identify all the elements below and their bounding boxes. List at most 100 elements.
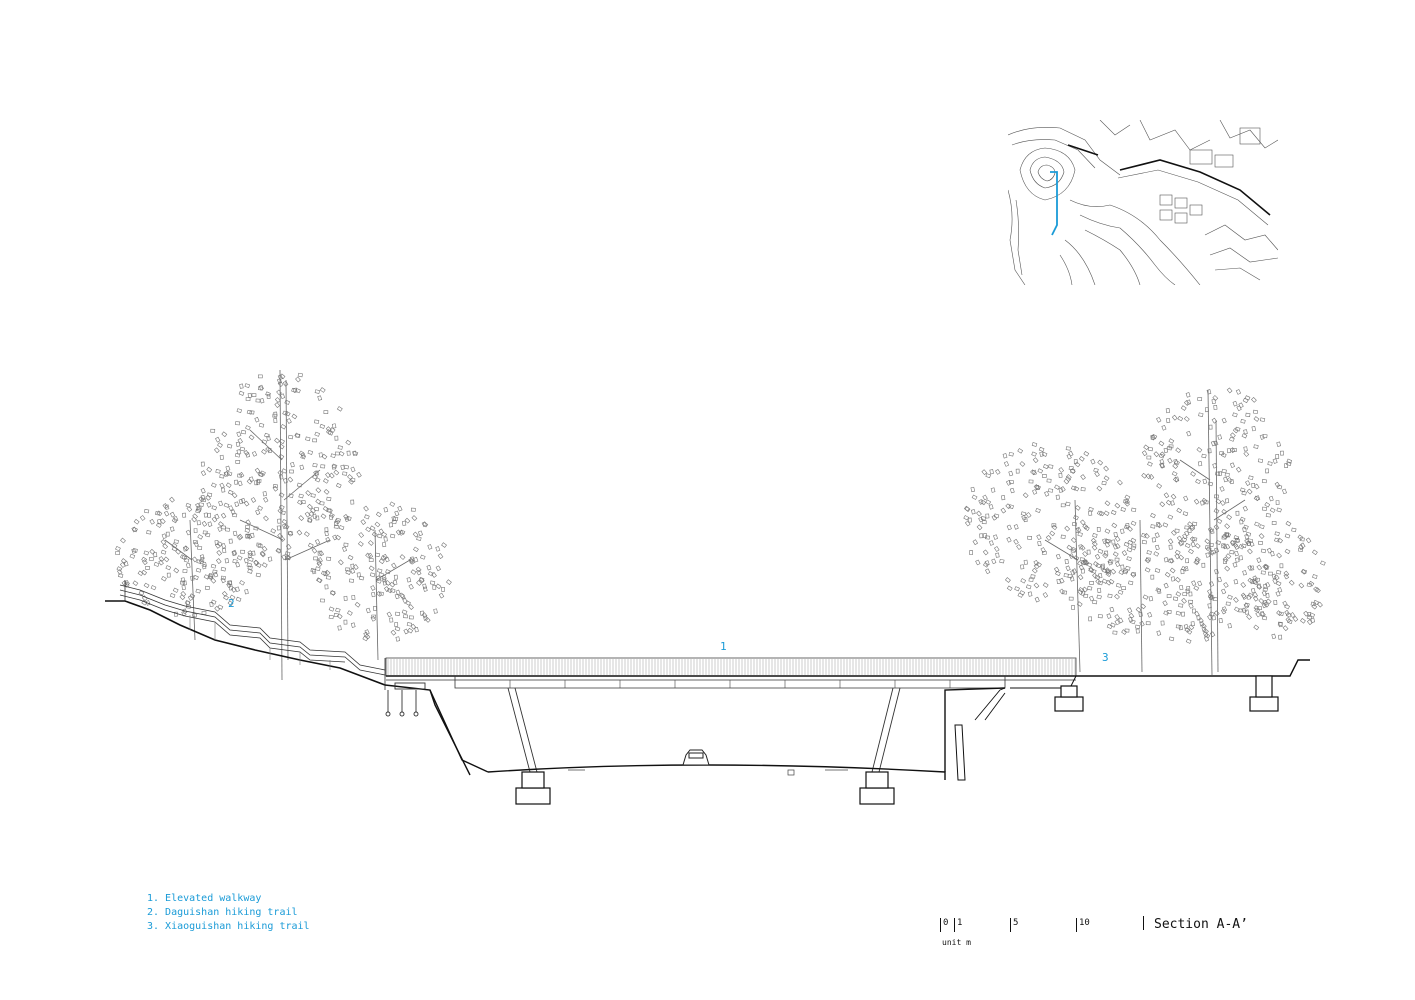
leaf xyxy=(244,589,249,595)
leaf xyxy=(1147,612,1153,618)
leaf xyxy=(1167,514,1174,520)
leaf xyxy=(1165,417,1171,424)
leaf xyxy=(1205,545,1211,550)
leaf xyxy=(1092,533,1098,538)
leaf xyxy=(162,503,169,510)
leaf xyxy=(326,496,332,502)
leaf xyxy=(193,540,198,544)
leaf xyxy=(1163,557,1169,563)
leaf xyxy=(1225,553,1232,560)
leaf xyxy=(1154,568,1161,573)
leaf xyxy=(395,529,402,536)
leaf xyxy=(1122,569,1128,575)
leaf xyxy=(278,504,285,510)
leaf xyxy=(1135,628,1140,634)
leaf xyxy=(1170,576,1176,582)
leaf xyxy=(1221,543,1225,549)
leaf xyxy=(1233,535,1240,541)
leaf xyxy=(277,381,284,387)
leaf xyxy=(1260,611,1265,617)
leaf xyxy=(251,393,257,397)
leaf xyxy=(1070,548,1076,553)
leaf xyxy=(278,492,285,498)
leaf xyxy=(441,542,447,548)
leaf xyxy=(236,534,243,541)
leaf xyxy=(985,513,990,519)
leaf xyxy=(1156,522,1163,529)
leaf xyxy=(371,614,377,619)
leaf xyxy=(1106,623,1113,629)
leaf xyxy=(246,562,252,568)
leaf xyxy=(338,525,345,531)
leaf xyxy=(1107,593,1113,599)
leaf xyxy=(1000,507,1007,514)
leaf xyxy=(1217,576,1222,583)
leaf xyxy=(1271,573,1277,580)
leaf xyxy=(277,374,283,381)
leaf xyxy=(1068,450,1074,457)
leaf xyxy=(1032,469,1037,476)
leaf xyxy=(399,554,406,560)
leaf xyxy=(132,526,138,533)
leaf xyxy=(218,500,224,507)
leaf xyxy=(1023,559,1028,565)
leaf xyxy=(1163,447,1169,453)
leaf xyxy=(1212,395,1219,401)
leaf xyxy=(1264,581,1271,588)
leaf xyxy=(1260,548,1267,554)
leaf xyxy=(1143,532,1150,539)
leaf xyxy=(1221,535,1227,540)
leaf xyxy=(1207,448,1212,454)
leaf xyxy=(1088,616,1093,622)
leaf xyxy=(1221,588,1227,595)
leaf xyxy=(327,430,334,436)
leaf xyxy=(229,594,236,601)
leaf xyxy=(1158,440,1165,447)
leaf xyxy=(1068,596,1074,601)
leaf xyxy=(1115,583,1122,588)
leaf xyxy=(408,615,414,620)
leaf xyxy=(1074,504,1081,511)
leaf xyxy=(1117,589,1124,595)
leaf xyxy=(222,548,227,554)
leaf xyxy=(200,487,206,494)
leaf xyxy=(1154,532,1160,538)
leaf xyxy=(1185,558,1190,564)
leaf xyxy=(266,393,271,399)
leaf xyxy=(192,513,199,520)
leaf xyxy=(285,551,291,556)
leaf xyxy=(224,558,230,564)
leaf xyxy=(325,536,331,543)
leaf xyxy=(1297,534,1304,541)
leaf xyxy=(207,492,213,497)
leaf xyxy=(306,517,313,524)
leaf xyxy=(1282,600,1288,607)
leaf xyxy=(1094,553,1101,560)
leaf xyxy=(1311,549,1318,556)
leaf xyxy=(276,548,282,553)
leaf xyxy=(282,410,288,416)
leaf xyxy=(1110,509,1117,516)
leaf xyxy=(193,574,199,581)
leaf xyxy=(369,572,376,578)
leaf xyxy=(290,462,295,468)
leaf xyxy=(1263,583,1268,589)
leaf xyxy=(383,586,390,593)
leaf xyxy=(277,532,284,539)
leaf xyxy=(1195,478,1201,485)
leaf xyxy=(337,625,342,631)
leaf xyxy=(185,502,192,508)
leaf xyxy=(1097,459,1104,466)
leaf xyxy=(1163,582,1169,589)
leaf xyxy=(418,577,425,584)
leaf xyxy=(1174,528,1180,533)
leaf xyxy=(1223,582,1229,588)
leaf xyxy=(970,486,976,493)
leaf xyxy=(1251,426,1256,432)
leaf xyxy=(1025,512,1032,518)
leaf xyxy=(213,571,219,578)
leaf xyxy=(1072,522,1078,527)
leaf xyxy=(1226,387,1233,394)
leaf xyxy=(155,522,162,528)
leaf xyxy=(201,611,207,615)
